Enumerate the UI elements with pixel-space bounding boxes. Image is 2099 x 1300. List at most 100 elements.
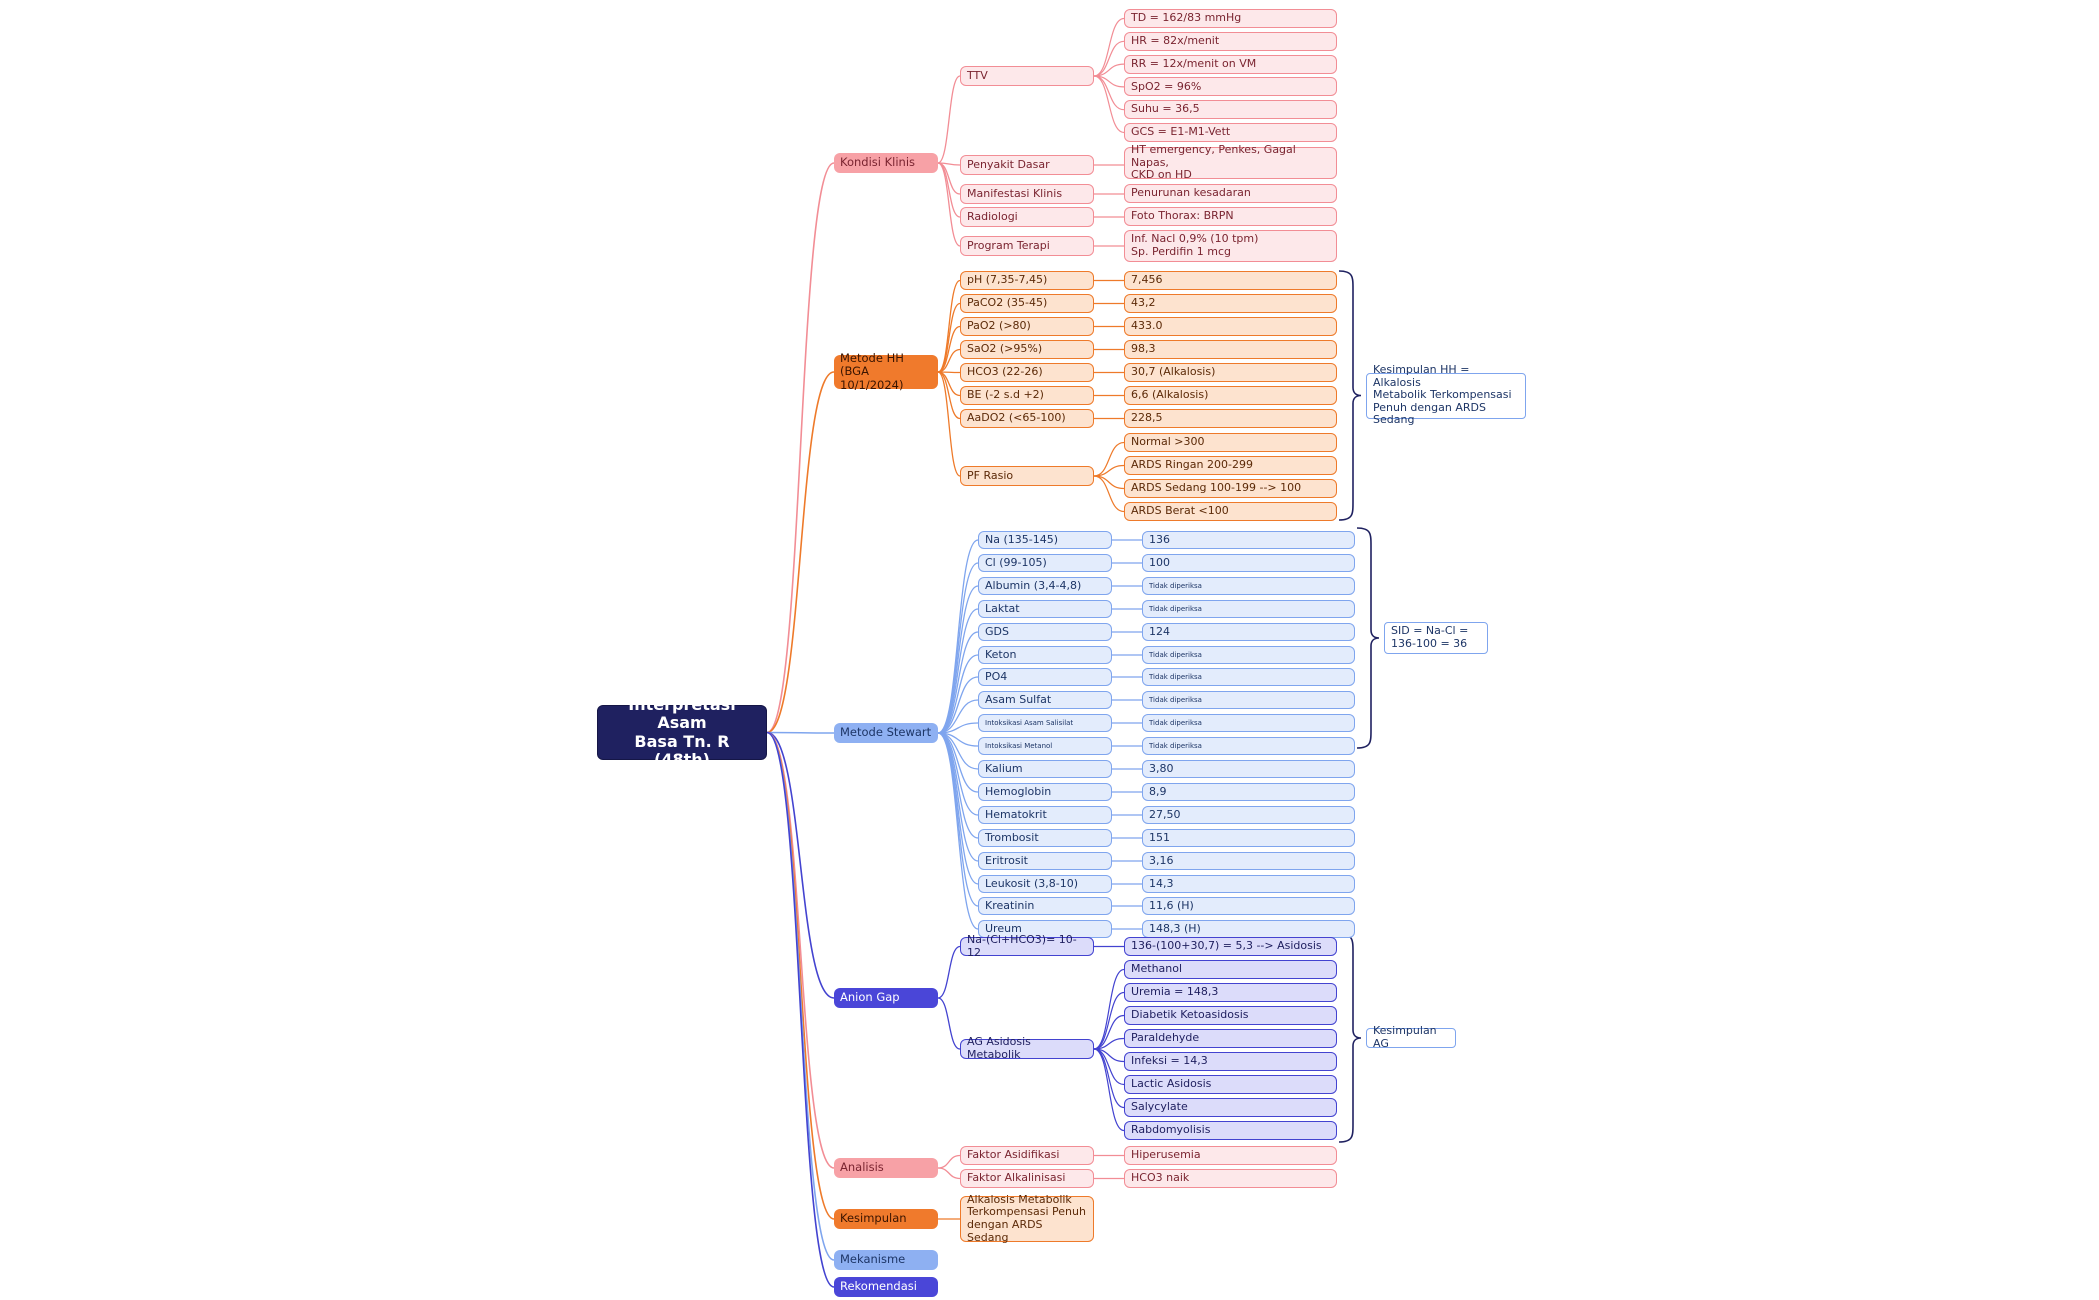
stewart-value[interactable]: Tidak diperiksa (1142, 737, 1355, 755)
stewart-value[interactable]: 14,3 (1142, 875, 1355, 893)
analisis-value[interactable]: HCO3 naik (1124, 1169, 1337, 1188)
hh-value[interactable]: 98,3 (1124, 340, 1337, 359)
hh-value[interactable]: 6,6 (Alkalosis) (1124, 386, 1337, 405)
root-topic[interactable]: Interpretasi Asam Basa Tn. R (48th) (597, 695, 767, 769)
branch-rekomendasi[interactable]: Rekomendasi (834, 1277, 938, 1297)
ttv-value[interactable]: RR = 12x/menit on VM (1124, 54, 1337, 74)
analisis-factor[interactable]: Faktor Asidifikasi (960, 1146, 1094, 1165)
hh-param[interactable]: HCO3 (22-26) (960, 363, 1094, 382)
ttv-value[interactable]: Suhu = 36,5 (1124, 100, 1337, 120)
stewart-value[interactable]: Tidak diperiksa (1142, 714, 1355, 732)
kondisi-ttv[interactable]: TTV (960, 66, 1094, 86)
branch-stewart[interactable]: Metode Stewart (834, 723, 938, 743)
ttv-value[interactable]: GCS = E1-M1-Vett (1124, 123, 1337, 142)
hh-value[interactable]: 433.0 (1124, 317, 1337, 336)
stewart-param[interactable]: Asam Sulfat (978, 691, 1112, 709)
stewart-param[interactable]: Kalium (978, 760, 1112, 778)
hh-summary[interactable]: Kesimpulan HH = Alkalosis Metabolik Terk… (1366, 363, 1526, 426)
ag-cause[interactable]: Paraldehyde (1124, 1029, 1337, 1048)
pf-category[interactable]: Normal >300 (1124, 433, 1337, 452)
kondisi-penyakit-value[interactable]: HT emergency, Penkes, Gagal Napas, CKD o… (1124, 143, 1337, 181)
stewart-value[interactable]: Tidak diperiksa (1142, 600, 1355, 618)
kondisi-radiologi-value[interactable]: Foto Thorax: BRPN (1124, 207, 1337, 226)
stewart-param[interactable]: Na (135-145) (978, 531, 1112, 549)
stewart-param[interactable]: Cl (99-105) (978, 554, 1112, 572)
stewart-value[interactable]: 148,3 (H) (1142, 920, 1355, 938)
ttv-value[interactable]: HR = 82x/menit (1124, 31, 1337, 51)
hh-param[interactable]: BE (-2 s.d +2) (960, 386, 1094, 405)
stewart-summary[interactable]: SID = Na-Cl = 136-100 = 36 (1384, 622, 1488, 654)
pf-category[interactable]: ARDS Ringan 200-299 (1124, 456, 1337, 475)
stewart-param[interactable]: Intoksikasi Metanol (978, 737, 1112, 755)
stewart-param[interactable]: Trombosit (978, 829, 1112, 847)
anion-summary[interactable]: Kesimpulan AG (1366, 1025, 1456, 1050)
branch-anion[interactable]: Anion Gap (834, 988, 938, 1008)
branch-kondisi[interactable]: Kondisi Klinis (834, 153, 938, 173)
branch-analisis[interactable]: Analisis (834, 1158, 938, 1178)
branch-kesimpulan[interactable]: Kesimpulan (834, 1209, 938, 1229)
ag-cause[interactable]: Lactic Asidosis (1124, 1075, 1337, 1094)
kondisi-program[interactable]: Program Terapi (960, 236, 1094, 256)
stewart-param[interactable]: Intoksikasi Asam Salisilat (978, 714, 1112, 732)
analisis-value[interactable]: Hiperusemia (1124, 1146, 1337, 1165)
anion-ag-asidosis[interactable]: AG Asidosis Metabolik (960, 1036, 1094, 1061)
stewart-value[interactable]: Tidak diperiksa (1142, 691, 1355, 709)
stewart-value[interactable]: 11,6 (H) (1142, 897, 1355, 915)
stewart-value[interactable]: 124 (1142, 623, 1355, 641)
stewart-value[interactable]: 100 (1142, 554, 1355, 572)
hh-param[interactable]: pH (7,35-7,45) (960, 271, 1094, 290)
pf-category[interactable]: ARDS Berat <100 (1124, 502, 1337, 521)
pf-category[interactable]: ARDS Sedang 100-199 --> 100 (1124, 479, 1337, 498)
ag-cause[interactable]: Rabdomyolisis (1124, 1121, 1337, 1140)
kondisi-manifestasi[interactable]: Manifestasi Klinis (960, 184, 1094, 204)
kondisi-manifestasi-value[interactable]: Penurunan kesadaran (1124, 184, 1337, 203)
stewart-param[interactable]: Hematokrit (978, 806, 1112, 824)
ag-cause[interactable]: Infeksi = 14,3 (1124, 1052, 1337, 1071)
stewart-param[interactable]: Ureum (978, 920, 1112, 938)
stewart-value[interactable]: 3,16 (1142, 852, 1355, 870)
stewart-value[interactable]: Tidak diperiksa (1142, 668, 1355, 686)
hh-value[interactable]: 228,5 (1124, 409, 1337, 428)
stewart-param[interactable]: Eritrosit (978, 852, 1112, 870)
kondisi-penyakit[interactable]: Penyakit Dasar (960, 155, 1094, 175)
branch-hh[interactable]: Metode HH (BGA 10/1/2024) (834, 352, 938, 391)
stewart-value[interactable]: 3,80 (1142, 760, 1355, 778)
hh-param[interactable]: AaDO2 (<65-100) (960, 409, 1094, 428)
stewart-param[interactable]: Kreatinin (978, 897, 1112, 915)
ag-cause[interactable]: Salycylate (1124, 1098, 1337, 1117)
kesimpulan-value[interactable]: Alkalosis Metabolik Terkompensasi Penuh … (960, 1193, 1094, 1243)
hh-param[interactable]: PaO2 (>80) (960, 317, 1094, 336)
branch-mekanisme[interactable]: Mekanisme (834, 1250, 938, 1270)
connector (937, 371, 961, 420)
ttv-value[interactable]: TD = 162/83 mmHg (1124, 9, 1337, 28)
stewart-value[interactable]: 136 (1142, 531, 1355, 549)
stewart-param[interactable]: Hemoglobin (978, 783, 1112, 801)
hh-value[interactable]: 43,2 (1124, 294, 1337, 313)
stewart-param[interactable]: PO4 (978, 668, 1112, 686)
hh-value[interactable]: 30,7 (Alkalosis) (1124, 363, 1337, 382)
anion-na-formula[interactable]: Na-(Cl+HCO3)= 10-12 (960, 933, 1094, 958)
hh-pf-rasio[interactable]: PF Rasio (960, 466, 1094, 486)
stewart-param[interactable]: Laktat (978, 600, 1112, 618)
hh-param[interactable]: SaO2 (>95%) (960, 340, 1094, 359)
kondisi-radiologi[interactable]: Radiologi (960, 207, 1094, 227)
hh-value[interactable]: 7,456 (1124, 271, 1337, 290)
ag-cause[interactable]: Uremia = 148,3 (1124, 983, 1337, 1002)
stewart-value[interactable]: 8,9 (1142, 783, 1355, 801)
ttv-value[interactable]: SpO2 = 96% (1124, 77, 1337, 97)
stewart-value[interactable]: 27,50 (1142, 806, 1355, 824)
stewart-value[interactable]: Tidak diperiksa (1142, 646, 1355, 664)
stewart-param[interactable]: Keton (978, 646, 1112, 664)
ag-cause[interactable]: Methanol (1124, 960, 1337, 979)
connector (1093, 1048, 1125, 1132)
hh-param[interactable]: PaCO2 (35-45) (960, 294, 1094, 313)
stewart-param[interactable]: GDS (978, 623, 1112, 641)
kondisi-program-value[interactable]: Inf. Nacl 0,9% (10 tpm) Sp. Perdifin 1 m… (1124, 230, 1337, 262)
ag-cause[interactable]: Diabetik Ketoasidosis (1124, 1006, 1337, 1025)
anion-na-value[interactable]: 136-(100+30,7) = 5,3 --> Asidosis (1124, 937, 1337, 956)
stewart-param[interactable]: Leukosit (3,8-10) (978, 875, 1112, 893)
analisis-factor[interactable]: Faktor Alkalinisasi (960, 1169, 1094, 1188)
stewart-param[interactable]: Albumin (3,4-4,8) (978, 577, 1112, 595)
stewart-value[interactable]: 151 (1142, 829, 1355, 847)
stewart-value[interactable]: Tidak diperiksa (1142, 577, 1355, 595)
